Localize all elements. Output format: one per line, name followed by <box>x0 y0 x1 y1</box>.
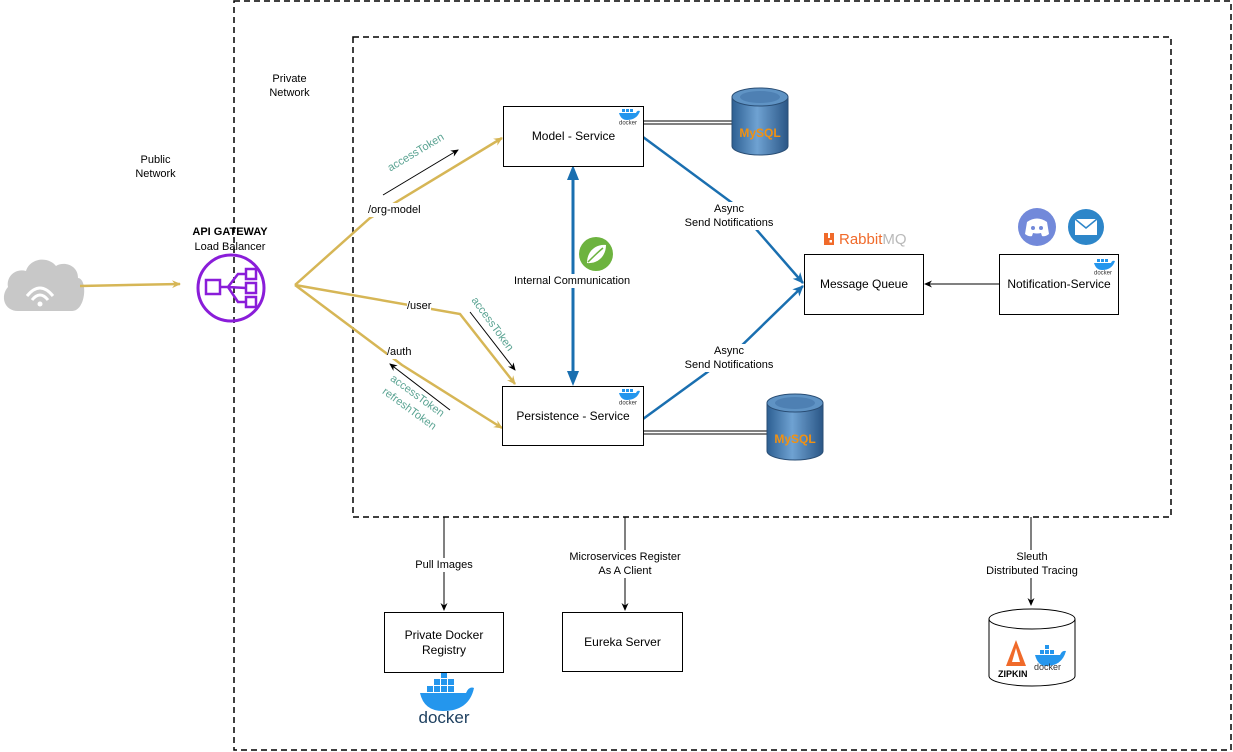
route-user <box>294 283 516 385</box>
rabbitmq-icon <box>824 233 834 245</box>
services-boundary <box>352 36 1172 518</box>
token-arrow-org-model <box>382 149 459 196</box>
docker-badge-notification-text: docker <box>1094 271 1112 276</box>
rabbitmq-text-rabbit: Rabbit <box>839 230 883 248</box>
docker-label-zipkin: docker <box>1034 662 1062 672</box>
mysql-logo-persistence: MySQL <box>774 432 816 446</box>
docker-badge-model: docker <box>619 109 640 126</box>
rabbitmq-text-mq: MQ <box>882 230 907 248</box>
sleuth-label: Sleuth Distributed Tracing <box>982 550 1082 578</box>
docker-badge-model-text: docker <box>619 121 637 126</box>
model-db-link <box>643 120 733 125</box>
token-arrow-auth <box>389 363 451 411</box>
discord-icon <box>1018 208 1056 246</box>
docker-wordmark: docker <box>418 708 470 727</box>
docker-badge-persistence: docker <box>619 389 640 406</box>
register-label: Microservices Register As A Client <box>566 550 684 578</box>
route-auth <box>294 283 503 430</box>
mysql-db-model <box>731 87 789 156</box>
persistence-service-box[interactable]: Persistence - Service <box>502 386 644 446</box>
mysql-db-persistence <box>766 393 824 461</box>
rabbitmq-logo: Rabbit MQ <box>823 230 907 248</box>
route-org-model <box>294 136 503 286</box>
cloud-to-gateway-arrow <box>79 280 181 289</box>
spring-icon <box>579 237 613 271</box>
route-label-auth: /auth <box>387 345 412 359</box>
model-service-label: Model - Service <box>531 129 616 143</box>
route-label-org-model: /org-model <box>368 203 421 217</box>
docker-badge-notification: docker <box>1094 259 1115 276</box>
private-network-label: Private Network <box>269 73 310 99</box>
persistence-service-label: Persistence - Service <box>516 408 630 423</box>
eureka-server-label: Eureka Server <box>584 634 661 649</box>
cloud-icon <box>3 259 85 311</box>
route-label-user: /user <box>407 299 432 313</box>
docker-registry-box[interactable]: Private Docker Registry <box>384 612 504 673</box>
zipkin-icon <box>1006 640 1026 666</box>
private-network-boundary <box>233 0 1232 751</box>
zipkin-db <box>988 608 1076 687</box>
notification-service-label: Notification-Service <box>1007 277 1111 291</box>
docker-whale-registry <box>420 672 474 711</box>
message-queue-label: Message Queue <box>819 277 909 291</box>
gateway-subtitle: Load Balancer <box>194 241 266 253</box>
public-network-label: Public Network <box>135 154 176 180</box>
load-balancer-icon <box>196 253 266 323</box>
mysql-logo-model: MySQL <box>739 126 781 140</box>
zipkin-label: ZIPKIN <box>998 669 1028 679</box>
pull-images-label: Pull Images <box>414 558 474 572</box>
notification-service-box[interactable]: Notification-Service <box>999 254 1119 315</box>
docker-whale-zipkin <box>1035 645 1066 666</box>
token-arrow-user <box>469 311 516 371</box>
async-label-bottom: Async Send Notifications <box>683 344 775 372</box>
gateway-title: API GATEWAY <box>192 226 268 238</box>
docker-badge-persistence-text: docker <box>619 401 637 406</box>
persistence-db-link <box>643 430 768 435</box>
docker-registry-label: Private Docker Registry <box>404 627 484 657</box>
mail-icon <box>1068 209 1104 245</box>
message-queue-box[interactable]: Message Queue <box>804 254 924 315</box>
async-label-top: Async Send Notifications <box>683 202 775 230</box>
internal-communication-label: Internal Communication <box>514 274 631 288</box>
eureka-server-box[interactable]: Eureka Server <box>562 612 683 672</box>
